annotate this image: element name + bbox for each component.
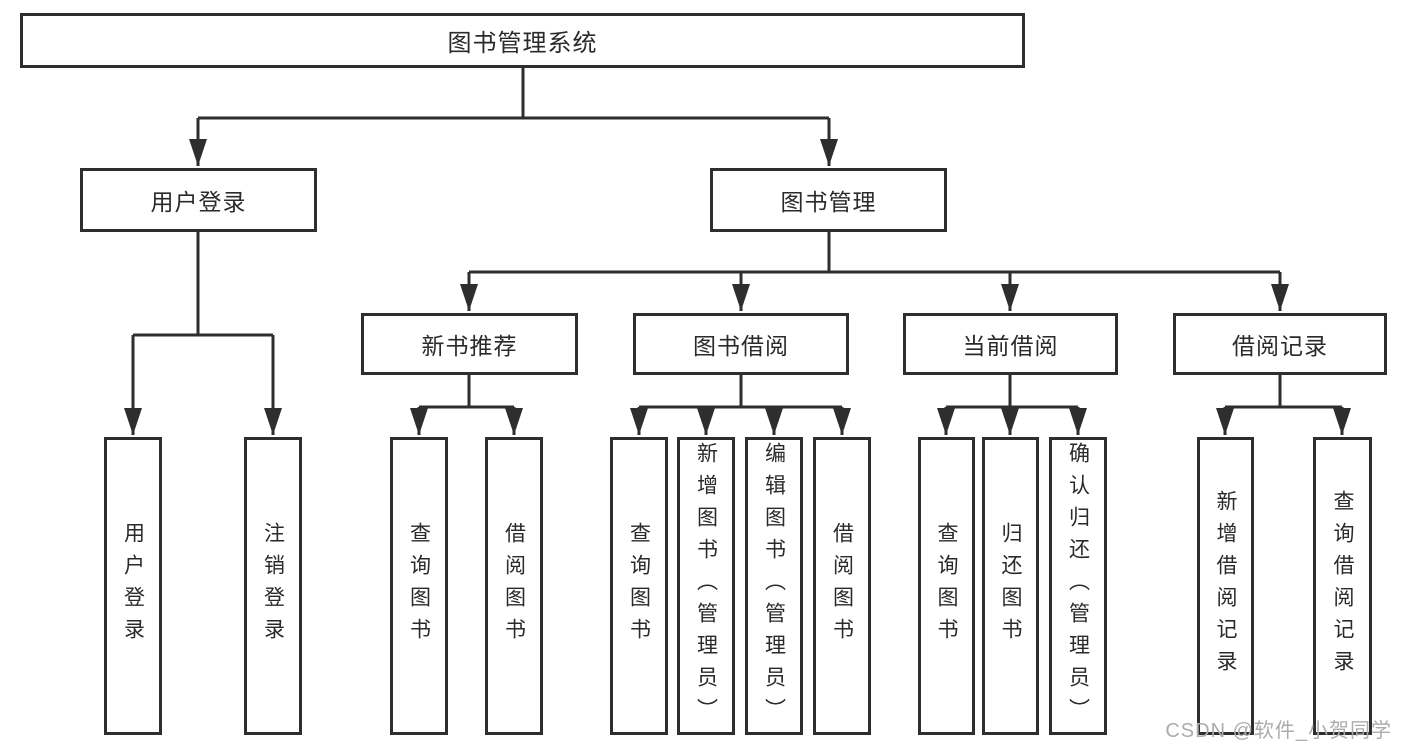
node-current-borrowing: 当前借阅 <box>903 313 1118 375</box>
node-label: 查询图书 <box>407 522 431 650</box>
node-label: 编辑图书（管理员） <box>762 442 786 730</box>
node-label: 新增图书（管理员） <box>694 442 718 730</box>
node-query-borrow-record: 查询借阅记录 <box>1313 437 1372 735</box>
node-label: 查询图书 <box>627 522 651 650</box>
node-query-books-recommend: 查询图书 <box>390 437 448 735</box>
csdn-watermark: CSDN @软件_小贺同学 <box>1165 720 1392 742</box>
node-book-management: 图书管理 <box>710 168 947 232</box>
node-return-book: 归还图书 <box>982 437 1039 735</box>
node-label: 查询图书 <box>935 522 958 650</box>
node-user-login-group: 用户登录 <box>80 168 317 232</box>
node-borrow-records: 借阅记录 <box>1173 313 1387 375</box>
node-library-system: 图书管理系统 <box>20 13 1025 68</box>
node-book-borrowing: 图书借阅 <box>633 313 849 375</box>
node-label: 图书管理 <box>780 189 877 215</box>
node-logout: 注销登录 <box>244 437 302 735</box>
node-label: 图书管理系统 <box>447 30 598 57</box>
node-query-books-borrowing: 查询图书 <box>610 437 668 735</box>
node-label: 用户登录 <box>121 522 145 650</box>
node-label: 新书推荐 <box>421 333 518 359</box>
node-borrow-books-recommend: 借阅图书 <box>485 437 543 735</box>
node-label: 当前借阅 <box>962 333 1059 359</box>
node-label: 借阅图书 <box>502 522 526 650</box>
node-label: 确认归还（管理员） <box>1066 442 1090 730</box>
node-new-book-recommend: 新书推荐 <box>361 313 578 375</box>
node-user-login: 用户登录 <box>104 437 162 735</box>
node-add-book-admin: 新增图书（管理员） <box>677 437 735 735</box>
node-label: 借阅图书 <box>830 522 854 650</box>
node-label: 借阅记录 <box>1232 333 1328 359</box>
node-query-books-current: 查询图书 <box>918 437 975 735</box>
node-label: 图书借阅 <box>693 333 789 359</box>
node-confirm-return-admin: 确认归还（管理员） <box>1049 437 1107 735</box>
node-label: 注销登录 <box>261 522 285 650</box>
node-label: 用户登录 <box>150 189 247 215</box>
node-borrow-books: 借阅图书 <box>813 437 871 735</box>
node-label: 归还图书 <box>999 522 1022 650</box>
node-add-borrow-record: 新增借阅记录 <box>1197 437 1254 735</box>
node-label: 新增借阅记录 <box>1214 490 1237 682</box>
node-edit-book-admin: 编辑图书（管理员） <box>745 437 803 735</box>
node-label: 查询借阅记录 <box>1331 490 1354 682</box>
